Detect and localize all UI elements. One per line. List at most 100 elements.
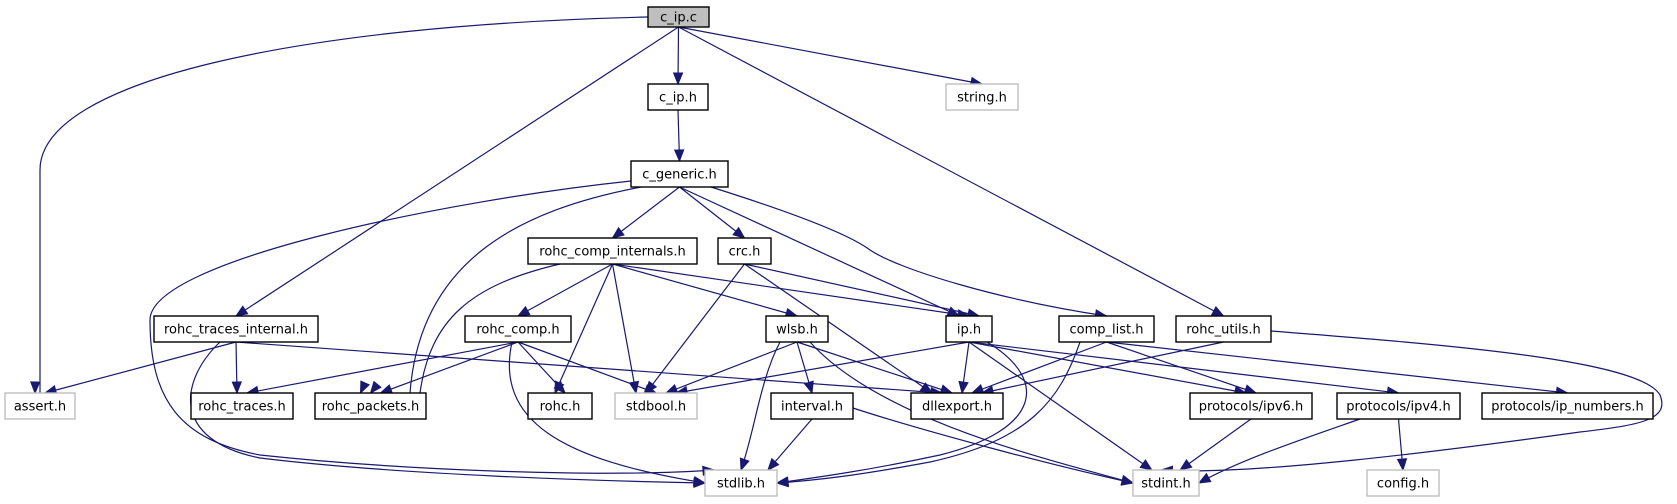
arrowhead [553,380,566,394]
node-comp-list-h[interactable]: comp_list.h [1058,315,1155,343]
edge-line [611,263,637,394]
node-protocols-ip-numbers-h[interactable]: protocols/ip_numbers.h [1481,392,1654,420]
node-label: rohc_traces_internal.h [164,323,308,338]
node-label: rohc_traces.h [198,400,286,415]
edge-c-ip-c-to-c-ip-h [672,26,684,86]
edge-c-generic-h-to-rohc-comp-internals-h [611,186,680,239]
node-rohc-comp-internals-h[interactable]: rohc_comp_internals.h [527,237,698,265]
edge-line [776,341,1081,484]
edge-rohc-comp-internals-h-to-wlsb-h [612,263,799,318]
edge-line [1161,330,1663,472]
node-box [464,315,572,343]
node-box [704,469,778,497]
edge-line [235,341,943,394]
edge-comp-list-h-to-protocols-ip-numbers-h [1106,341,1569,397]
edge-line [971,341,1107,394]
edge-comp-list-h-to-stdlib-h [775,341,1081,488]
arrowhead [958,380,969,395]
node-label: ip.h [957,323,981,338]
node-rohc-traces-internal-h[interactable]: rohc_traces_internal.h [153,315,319,343]
node-label: string.h [957,91,1007,106]
node-label: assert.h [14,400,66,415]
edge-line [679,186,745,239]
node-protocols-ipv4-h[interactable]: protocols/ipv4.h [1336,392,1461,420]
edge-rohc-comp-h-to-rohc-h [517,341,566,394]
node-box [945,315,993,343]
node-ip-h[interactable]: ip.h [945,315,993,343]
nodes-layer: c_ip.c c_ip.h string.h c_generic.h rohc_comp… [4,6,1654,497]
edge-line [678,26,983,85]
edge-ip-h-to-dllexport-h [958,341,970,395]
edge-rohc-comp-internals-h-to-stdbool-h [611,263,640,395]
node-label: dllexport.h [922,400,992,415]
edge-line [517,341,657,394]
node-crc-h[interactable]: crc.h [717,237,772,265]
node-label: crc.h [729,245,761,260]
node-rohc-h[interactable]: rohc.h [527,392,593,420]
node-label: c_generic.h [642,168,717,183]
node-rohc-packets-h[interactable]: rohc_packets.h [314,392,427,420]
edge-line [409,186,642,394]
arrowhead [234,305,249,317]
edge-line [809,341,1134,484]
edge-comp-list-h-to-protocols-ipv6-h [1106,341,1258,395]
node-rohc-traces-h[interactable]: rohc_traces.h [190,392,294,420]
node-label: rohc_comp_internals.h [539,245,685,260]
edge-line [149,180,715,474]
edge-line [776,341,1027,484]
node-box [630,160,729,188]
edge-line [665,341,798,394]
edge-line [744,263,933,394]
arrowhead [732,226,746,239]
edge-line [612,186,680,239]
node-stdlib-h: stdlib.h [704,469,778,497]
edge-rohc-comp-h-to-rohc-traces-h [245,341,519,397]
node-box [614,392,698,420]
node-label: protocols/ipv4.h [1346,400,1450,415]
edge-protocols-ipv6-h-to-stdint-h [1179,418,1252,471]
node-box [1336,392,1461,420]
edge-line [44,341,237,394]
node-c-generic-h[interactable]: c_generic.h [630,160,729,188]
node-box [1366,469,1440,497]
edge-line [852,407,1134,484]
node-box [1058,315,1155,343]
edge-interval-h-to-stdint-h [852,407,1135,486]
edge-rohc-traces-internal-h-to-dllexport-h [235,341,944,398]
node-box [527,237,698,265]
node-rohc-comp-h[interactable]: rohc_comp.h [464,315,572,343]
edges-layer [30,16,1663,489]
edge-c-ip-c-to-string-h [678,26,984,88]
node-box [910,392,1004,420]
node-assert-h: assert.h [4,392,76,420]
edge-line [740,341,781,471]
node-c-ip-c[interactable]: c_ip.c [647,6,710,28]
node-dllexport-h[interactable]: dllexport.h [910,392,1004,420]
edge-ip-h-to-stdint-h [968,341,1153,471]
node-protocols-ipv6-h[interactable]: protocols/ipv6.h [1189,392,1313,420]
node-box [1132,469,1200,497]
edge-crc-h-to-ip-h [744,263,981,319]
node-wlsb-h[interactable]: wlsb.h [765,315,829,343]
arrowhead [1139,459,1153,471]
edge-line [679,186,960,317]
node-box [153,315,319,343]
edge-line [419,263,561,394]
node-rohc-utils-h[interactable]: rohc_utils.h [1175,315,1272,343]
arrowhead [692,476,707,487]
edge-crc-h-to-stdbool-h [645,263,745,395]
edge-line [744,263,980,317]
edge-line [678,26,1224,317]
edge-line [235,26,679,317]
arrowhead [379,384,394,394]
arrowhead [369,380,382,395]
node-box [1481,392,1654,420]
node-box [1175,315,1272,343]
node-box [765,315,829,343]
edge-c-generic-h-to-crc-h [679,186,746,239]
node-interval-h[interactable]: interval.h [770,392,854,420]
edge-wlsb-h-to-stdlib-h [739,341,781,472]
node-c-ip-h[interactable]: c_ip.h [647,83,709,111]
node-label: comp_list.h [1070,323,1144,338]
edge-c-ip-c-to-rohc-utils-h [678,26,1225,317]
